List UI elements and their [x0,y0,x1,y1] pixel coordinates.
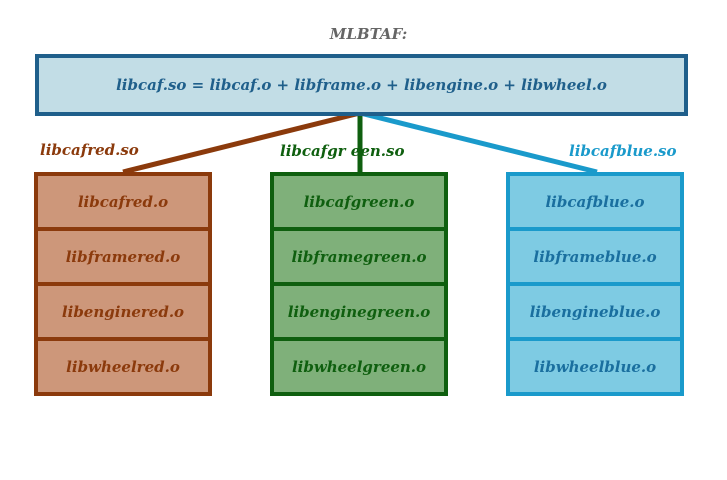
root-library-box: libcaf.so = libcaf.o + libframe.o + libe… [35,54,688,116]
blue-object-cell: libframeblue.o [506,227,684,286]
root-library-label: libcaf.so = libcaf.o + libframe.o + libe… [116,76,607,94]
red-object-cell: libwheelred.o [34,337,212,396]
red-object-cell: libframered.o [34,227,212,286]
green-library-name: libcafgr een.so [280,142,405,160]
red-object-label: libenginered.o [61,302,185,321]
blue-library-name: libcafblue.so [569,142,677,160]
red-object-label: libwheelred.o [66,357,180,376]
green-object-label: libcafgreen.o [303,192,415,211]
green-object-cell: libcafgreen.o [270,172,448,231]
blue-object-cell: libcafblue.o [506,172,684,231]
blue-object-cell: libwheelblue.o [506,337,684,396]
connector-red [122,110,361,175]
green-object-cell: libwheelgreen.o [270,337,448,396]
red-object-label: libcafred.o [77,192,169,211]
blue-object-label: libcafblue.o [545,192,645,211]
green-object-label: libframegreen.o [291,247,427,266]
green-object-label: libenginegreen.o [287,302,431,321]
green-object-cell: libenginegreen.o [270,282,448,341]
blue-object-label: libengineblue.o [529,302,661,321]
connector-blue [359,110,598,175]
red-object-cell: libcafred.o [34,172,212,231]
green-object-label: libwheelgreen.o [291,357,427,376]
blue-object-cell: libengineblue.o [506,282,684,341]
green-object-cell: libframegreen.o [270,227,448,286]
blue-object-label: libframeblue.o [533,247,657,266]
diagram-title: MLBTAF: [329,25,408,43]
red-library-name: libcafred.so [40,141,139,159]
green-object-stack: libcafgreen.o libframegreen.o libengineg… [270,172,448,396]
red-object-cell: libenginered.o [34,282,212,341]
blue-object-stack: libcafblue.o libframeblue.o libengineblu… [506,172,684,396]
blue-object-label: libwheelblue.o [533,357,657,376]
red-object-label: libframered.o [65,247,181,266]
red-object-stack: libcafred.o libframered.o libenginered.o… [34,172,212,396]
